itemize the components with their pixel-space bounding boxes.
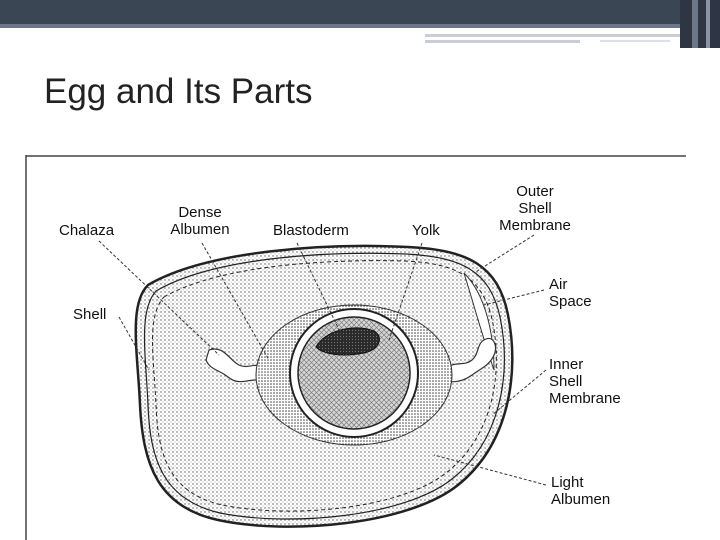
label-inner-shell-membrane: Inner Shell Membrane	[549, 356, 621, 407]
label-air-line2: Space	[549, 293, 592, 310]
label-chalaza: Chalaza	[59, 222, 114, 239]
slide-title: Egg and Its Parts	[44, 72, 312, 112]
label-light-albumen: Light Albumen	[551, 474, 610, 508]
label-outer-line2: Shell	[492, 200, 578, 217]
label-inner-line1: Inner	[549, 356, 621, 373]
label-inner-line3: Membrane	[549, 390, 621, 407]
label-dense-albumen: Dense Albumen	[163, 204, 237, 238]
label-outer-line3: Membrane	[492, 217, 578, 234]
label-blastoderm: Blastoderm	[273, 222, 349, 239]
label-outer-shell-membrane: Outer Shell Membrane	[492, 183, 578, 234]
label-shell-text: Shell	[73, 306, 106, 323]
label-yolk-text: Yolk	[412, 222, 440, 239]
label-yolk: Yolk	[412, 222, 440, 239]
label-dense-albumen-line1: Dense	[163, 204, 237, 221]
label-chalaza-text: Chalaza	[59, 222, 114, 239]
top-decorative-bar	[0, 0, 720, 48]
label-light-line1: Light	[551, 474, 610, 491]
label-light-line2: Albumen	[551, 491, 610, 508]
label-outer-line1: Outer	[492, 183, 578, 200]
label-air-line1: Air	[549, 276, 592, 293]
label-dense-albumen-line2: Albumen	[163, 221, 237, 238]
label-inner-line2: Shell	[549, 373, 621, 390]
label-air-space: Air Space	[549, 276, 592, 310]
label-blastoderm-text: Blastoderm	[273, 222, 349, 239]
label-shell: Shell	[73, 306, 106, 323]
